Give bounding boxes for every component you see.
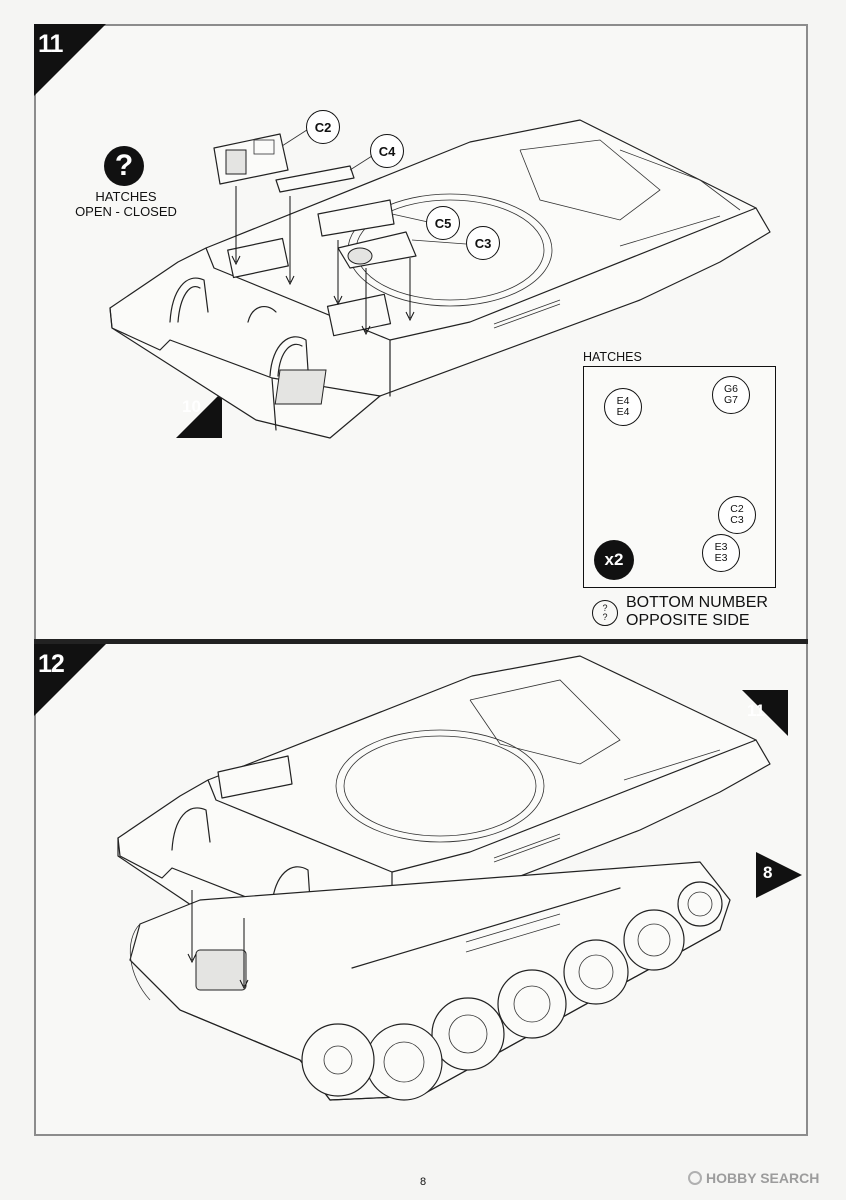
part-callout-e4: E4 E4 <box>604 388 642 426</box>
callout-top: C2 <box>730 503 744 515</box>
ref-step-number: 11 <box>747 701 765 720</box>
tank-drawing-step12 <box>117 655 771 1101</box>
watermark-logo-icon <box>688 1171 702 1185</box>
ref-step-number: 10 <box>182 397 201 416</box>
ref-step-number: 8 <box>763 863 773 882</box>
bottom-number-icon: ? ? <box>592 600 618 626</box>
watermark: HOBBY SEARCH <box>688 1170 819 1186</box>
callout-top: E4 <box>616 395 630 407</box>
step-divider <box>34 639 808 644</box>
ref-step-11-flag: 11 <box>742 690 788 741</box>
part-callout-c2-c3: C2 C3 <box>718 496 756 534</box>
callout-top: G6 <box>723 383 738 395</box>
hatch-option-note: HATCHES OPEN - CLOSED <box>75 189 177 219</box>
inset-title: HATCHES <box>583 350 642 364</box>
step-11-badge: 11 <box>34 24 106 96</box>
hull-top-drawing-step11 <box>109 119 771 439</box>
part-callout-c5: C5 <box>426 206 460 240</box>
ref-step-8-flag: 8 <box>756 852 802 903</box>
watermark-text: HOBBY SEARCH <box>706 1170 820 1186</box>
page-number: 8 <box>419 1176 427 1188</box>
callout-top: E3 <box>714 541 728 553</box>
callout-bottom: E4 <box>616 406 630 418</box>
callout-bottom: C3 <box>730 514 744 526</box>
icon-top: ? <box>602 603 608 613</box>
callout-bottom: E3 <box>714 552 728 564</box>
callout-bottom: G7 <box>723 394 738 406</box>
step-number: 12 <box>38 650 65 678</box>
icon-bottom: ? <box>602 612 608 622</box>
assembly-arrows-step11 <box>231 127 467 336</box>
part-callout-g6-g7: G6 G7 <box>712 376 750 414</box>
step-12-badge: 12 <box>34 644 106 716</box>
hatch-parts-exploded <box>213 133 417 269</box>
part-callout-c4: C4 <box>370 134 404 168</box>
part-callout-c3: C3 <box>466 226 500 260</box>
quantity-badge: x2 <box>594 540 634 580</box>
ref-step-10-flag: 10 <box>176 392 222 443</box>
bottom-number-note: BOTTOM NUMBER OPPOSITE SIDE <box>626 594 768 629</box>
question-mark-icon: ? <box>104 146 144 186</box>
part-callout-e3: E3 E3 <box>702 534 740 572</box>
part-callout-c2: C2 <box>306 110 340 144</box>
step-number: 11 <box>38 30 63 58</box>
